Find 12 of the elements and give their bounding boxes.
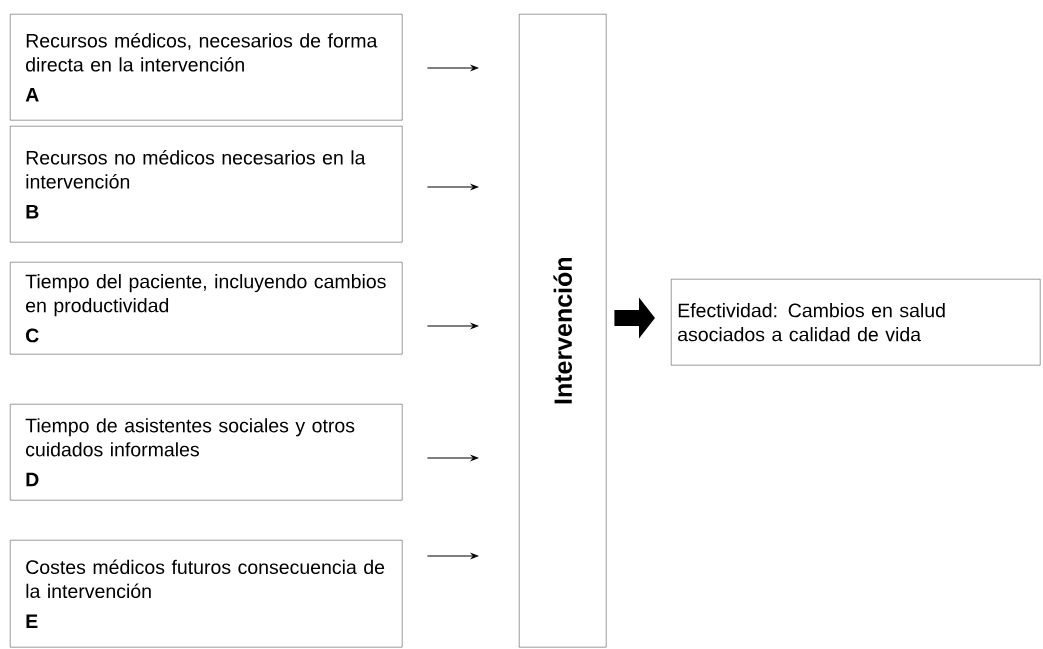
resource-box: Costes médicos futuros consecuencia de la intervención E <box>10 540 403 648</box>
arrow <box>426 455 479 461</box>
arrow <box>426 323 479 329</box>
arrow <box>426 553 479 559</box>
intervention-bar: Intervención <box>519 14 607 648</box>
resource-box: Tiempo de asistentes sociales y otros cuidados informales D <box>10 404 403 501</box>
outcome-box: Efectividad: Cambios en salud asociados a calidad de vida <box>671 279 1041 366</box>
arrow <box>426 65 479 71</box>
arrow <box>426 184 479 190</box>
resource-box: Recursos no médicos necesarios en la intervención B <box>10 126 403 243</box>
resource-box: Recursos médicos, necesarios de forma directa en la intervención A <box>10 14 403 121</box>
resource-box: Tiempo del paciente, incluyendo cambios en productividad C <box>10 262 403 355</box>
